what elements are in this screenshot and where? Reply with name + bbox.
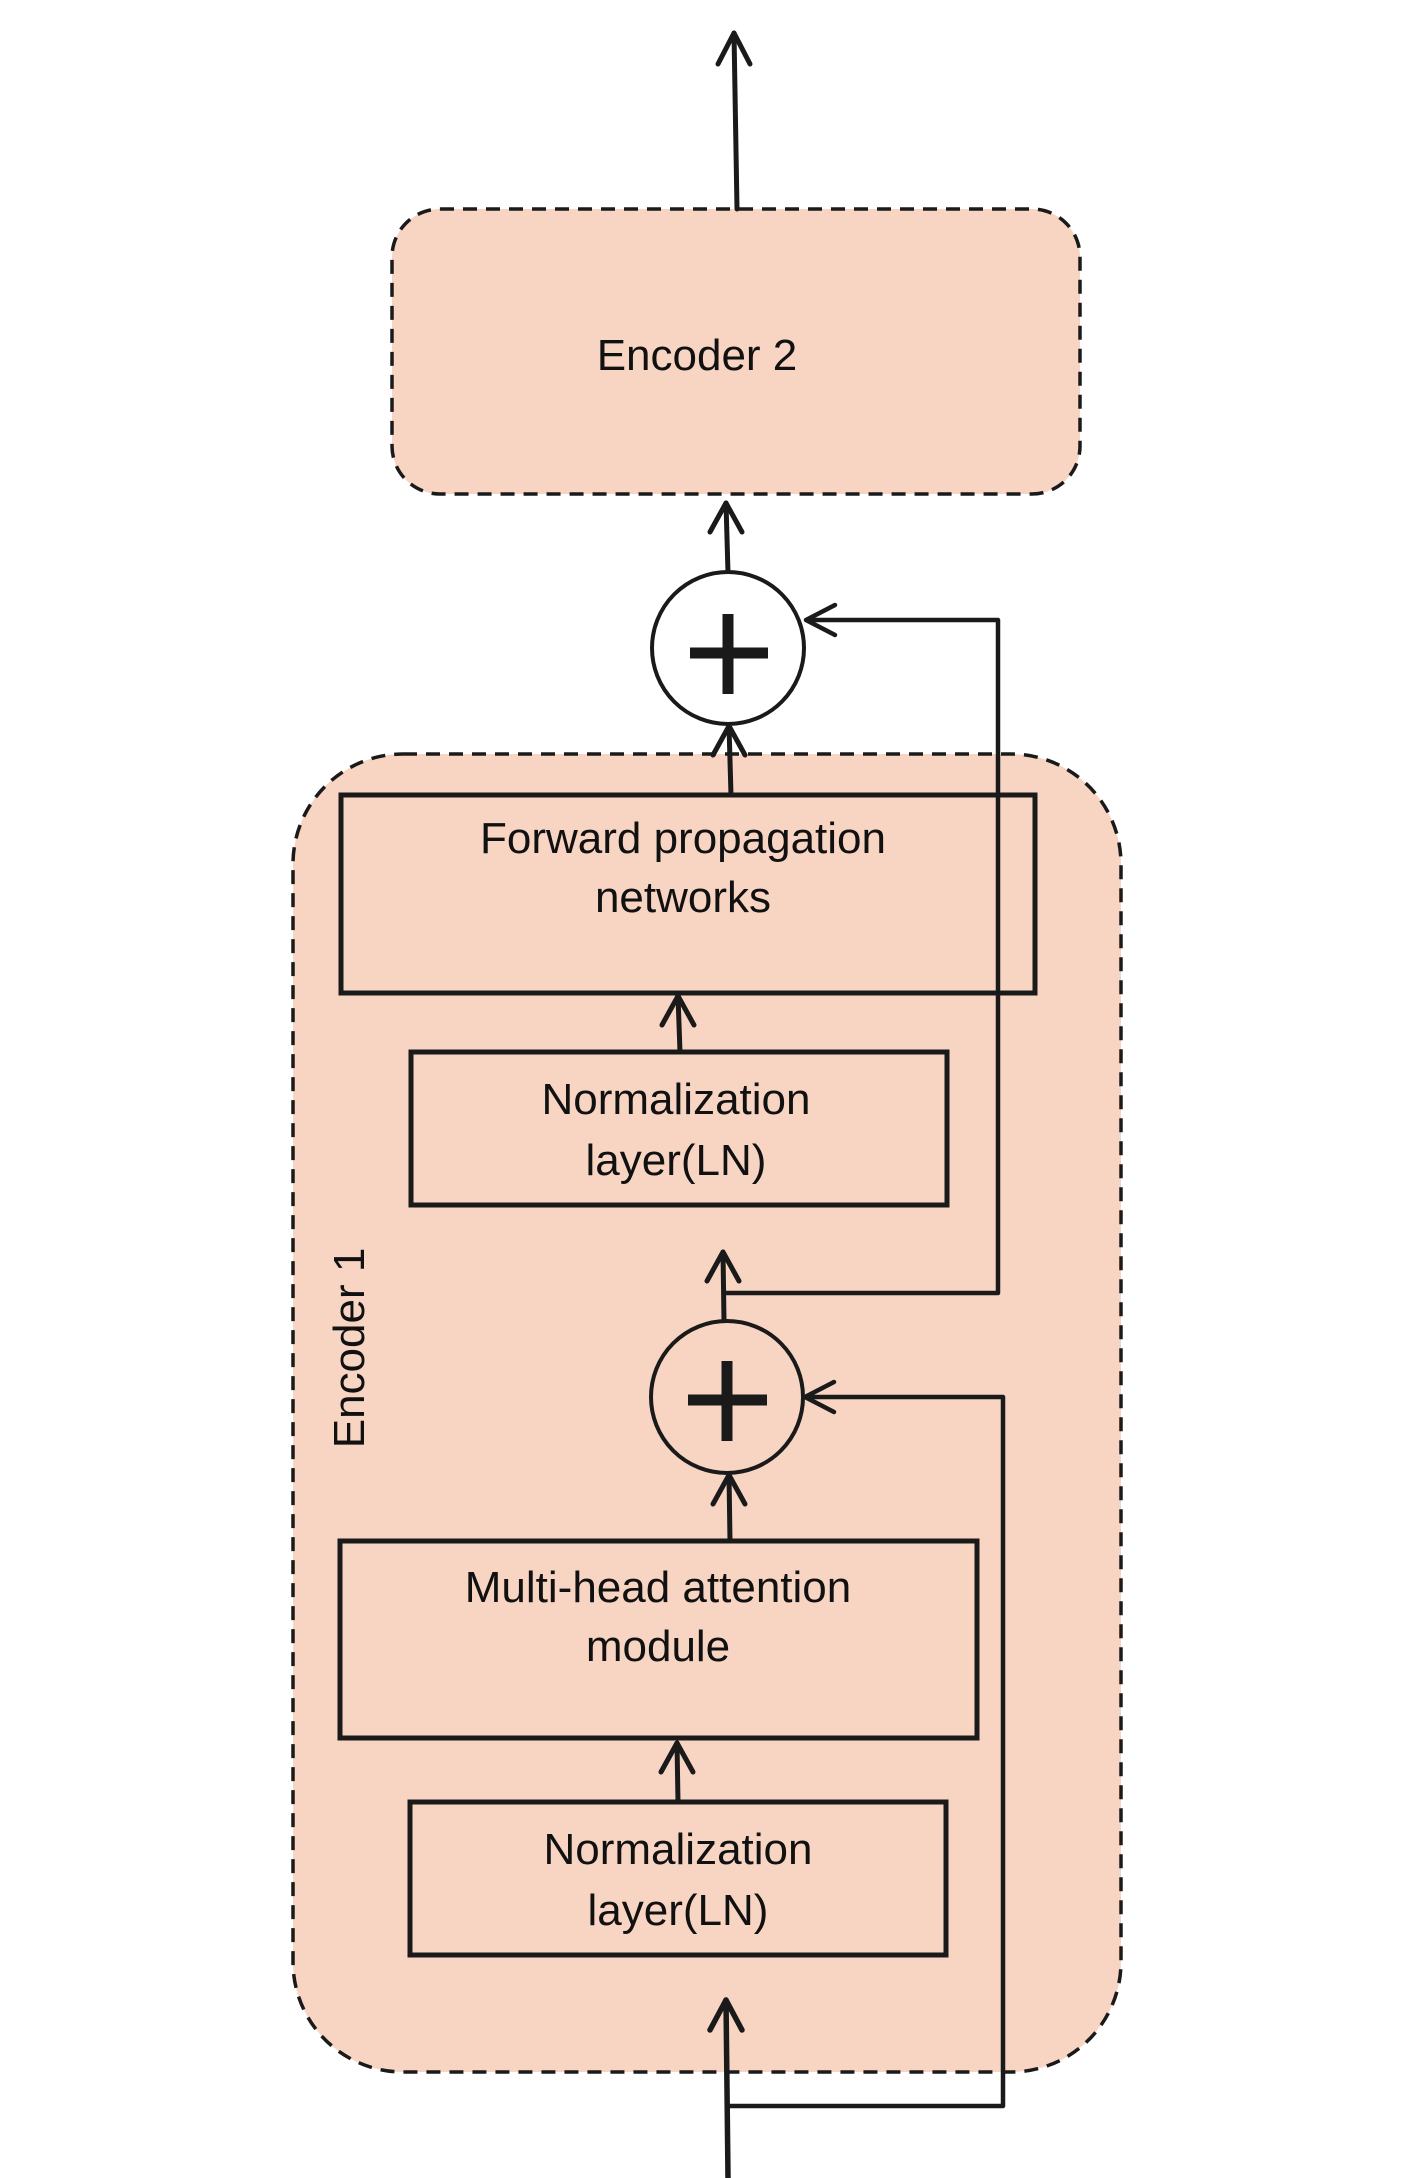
adder-lower bbox=[649, 1319, 805, 1475]
ln-top-to-ffn-arrow bbox=[659, 993, 697, 1055]
mha-label-line1: Multi-head attention bbox=[465, 1563, 851, 1612]
ln-top-block bbox=[408, 1049, 950, 1208]
adder-lower-to-ln-top-arrow bbox=[704, 1249, 742, 1324]
ln-bottom-block bbox=[407, 1799, 949, 1958]
encoder1-label: Encoder 1 bbox=[325, 1248, 374, 1449]
ffn-label-line2: networks bbox=[595, 873, 771, 922]
ffn-to-adder-upper-arrow bbox=[710, 723, 748, 798]
ln-top-label-line1: Normalization bbox=[542, 1075, 811, 1124]
mha-to-adder-lower-arrow bbox=[710, 1472, 748, 1544]
adder-upper-to-encoder2-arrow bbox=[707, 500, 745, 576]
encoder2-block bbox=[390, 207, 1082, 496]
residual-path-upper bbox=[721, 602, 1001, 1296]
mha-label-line2: module bbox=[586, 1622, 730, 1671]
encoder2-label: Encoder 2 bbox=[597, 331, 798, 380]
ffn-label-line1: Forward propagation bbox=[480, 814, 886, 863]
ln-bottom-label-line1: Normalization bbox=[544, 1825, 813, 1874]
output-arrow bbox=[715, 30, 753, 212]
mha-block bbox=[337, 1538, 980, 1741]
ln-bottom-label-line2: layer(LN) bbox=[588, 1886, 769, 1935]
residual-path-lower bbox=[727, 1379, 1006, 2109]
adder-upper bbox=[650, 570, 806, 726]
ln-top-label-line2: layer(LN) bbox=[586, 1136, 767, 1185]
ffn-block bbox=[338, 792, 1038, 996]
input-arrow bbox=[707, 1997, 745, 2178]
ln-bottom-to-mha-arrow bbox=[658, 1740, 696, 1805]
